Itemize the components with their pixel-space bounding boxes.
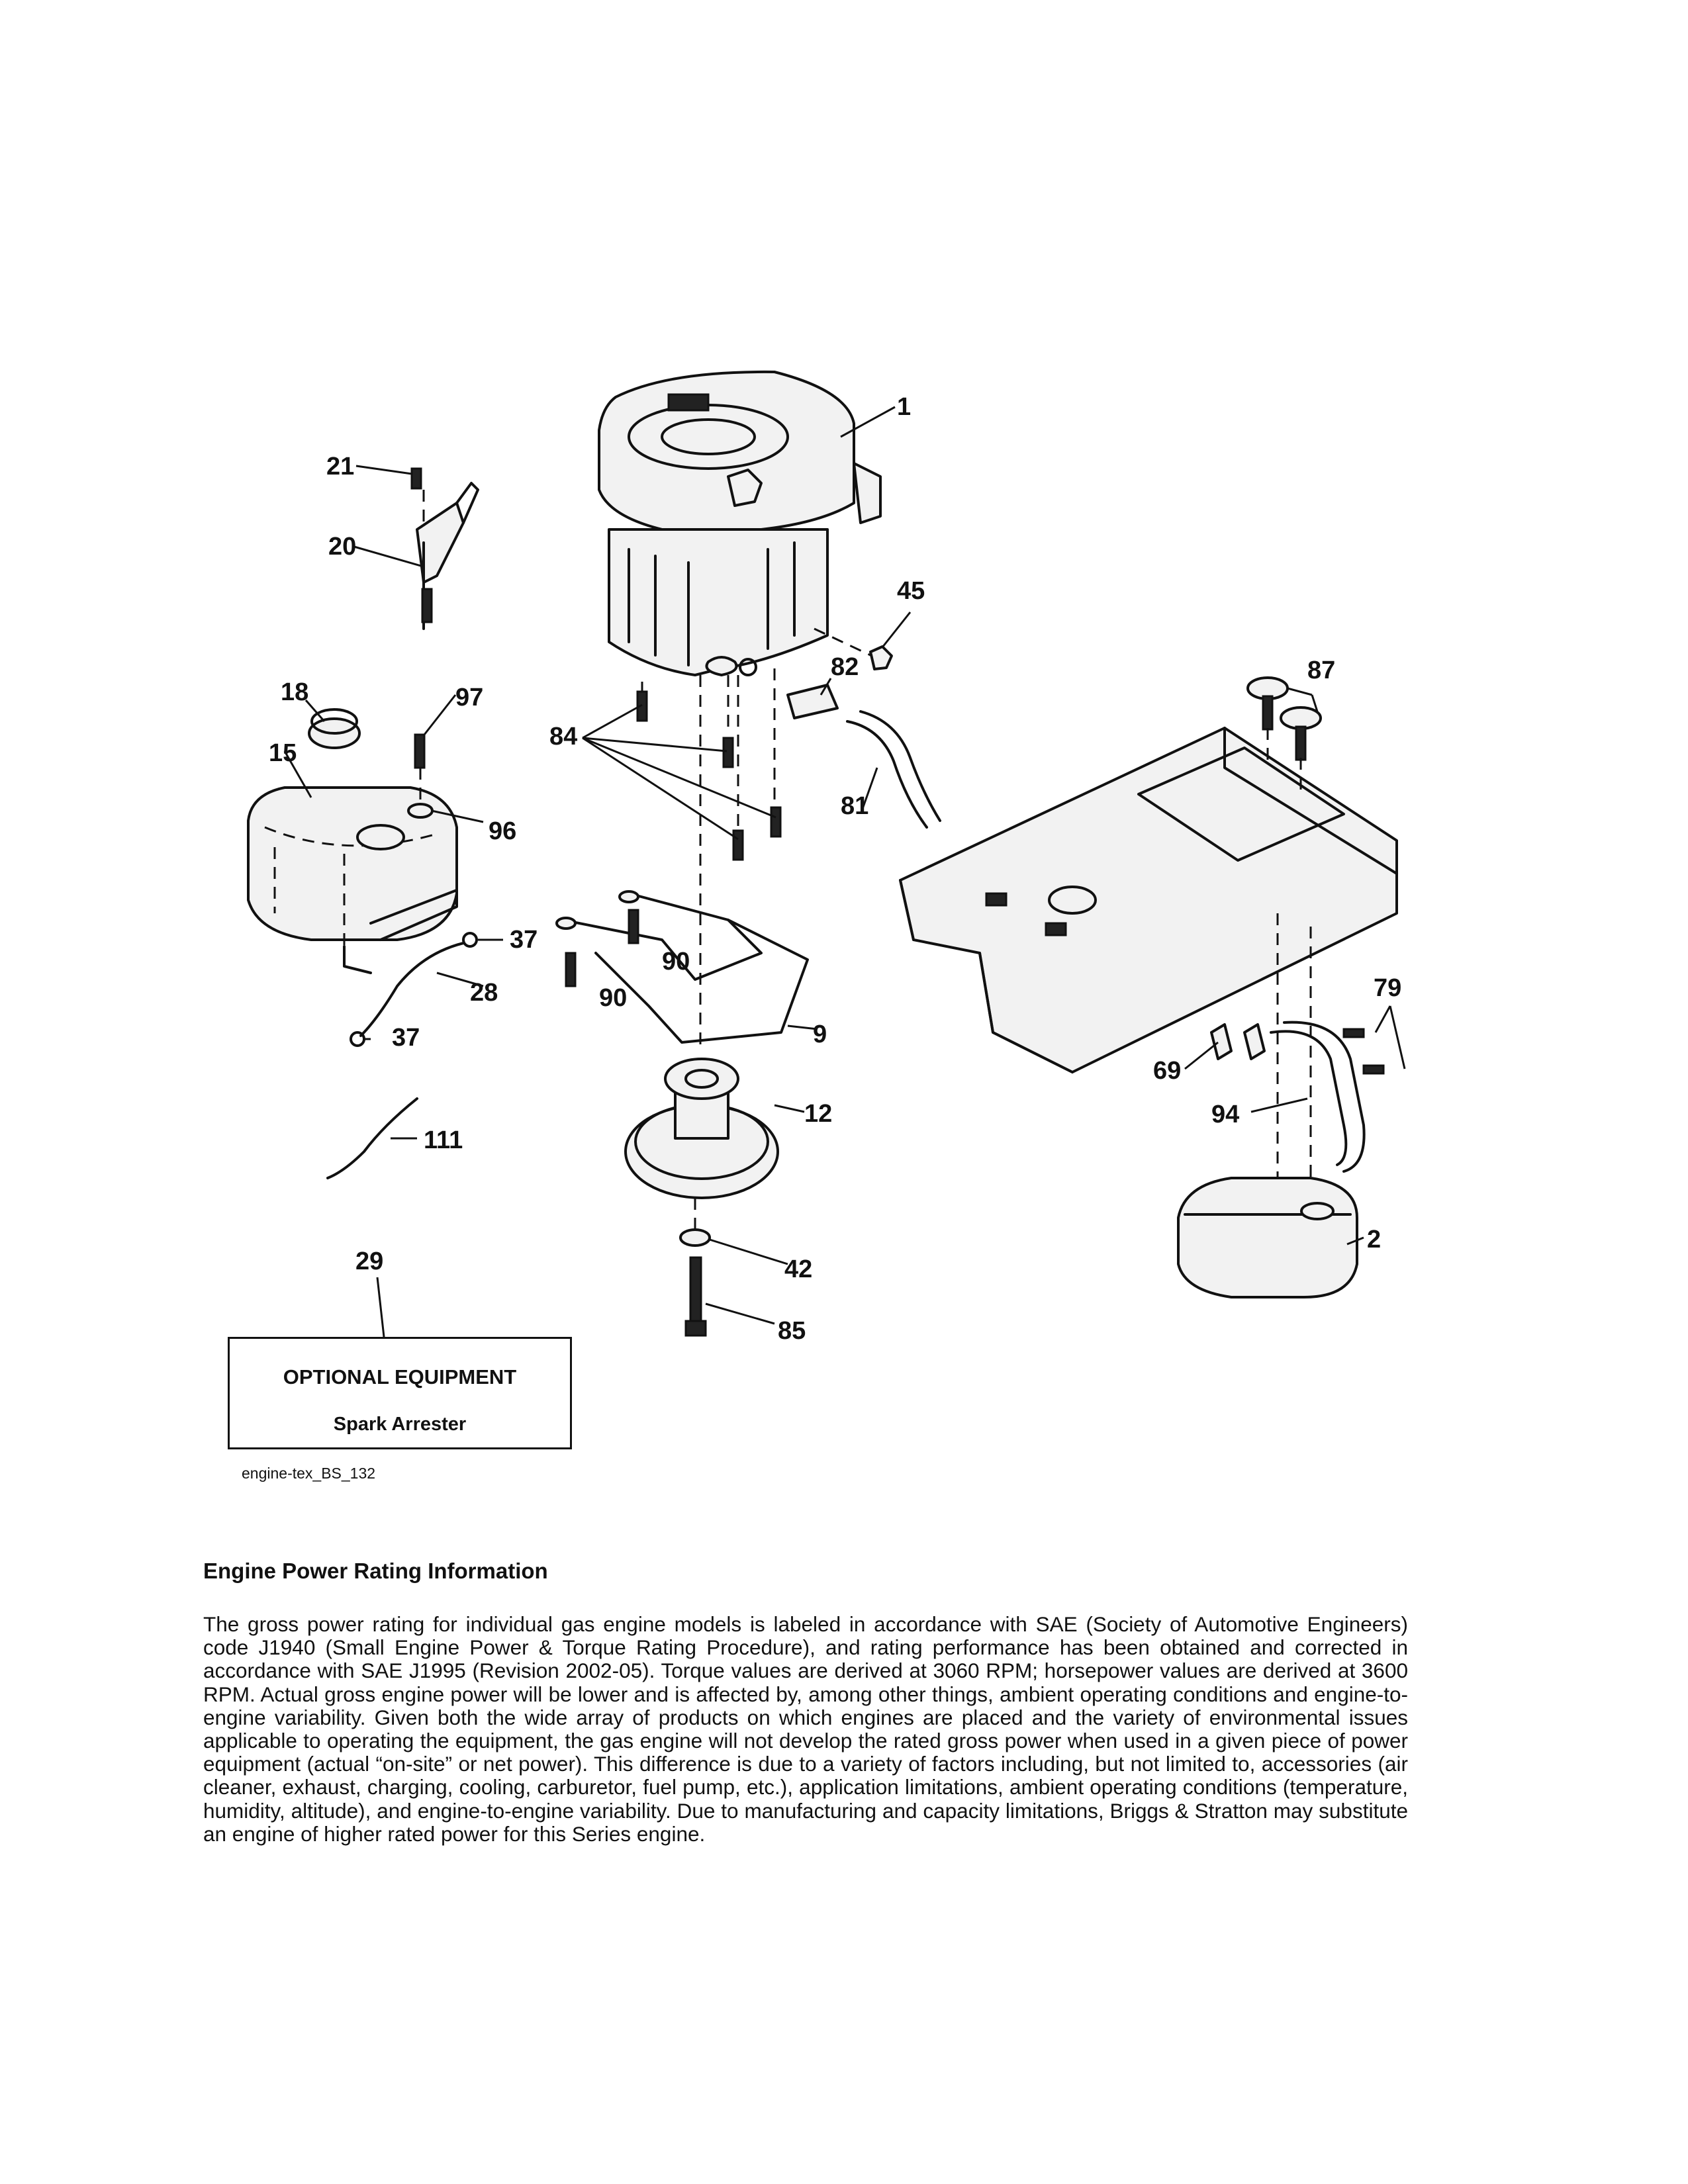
callout-97: 97 [455, 684, 483, 711]
pulley-part [624, 1058, 779, 1199]
callout-84: 84 [549, 723, 577, 751]
callout-28: 28 [470, 979, 498, 1007]
info-body-text: The gross power rating for individual ga… [203, 1612, 1408, 1846]
fuel-line-part [326, 932, 478, 1179]
callout-90b: 90 [599, 984, 627, 1012]
callout-90a: 90 [662, 948, 690, 976]
callout-87: 87 [1307, 657, 1335, 684]
spark-arrester-label: Spark Arrester [333, 1414, 467, 1435]
callout-15: 15 [269, 739, 297, 767]
callout-69: 69 [1153, 1057, 1181, 1085]
callout-111: 111 [424, 1126, 463, 1154]
throttle-control-part [410, 467, 479, 630]
knobs-87-part [1246, 676, 1322, 761]
assembly-lines [273, 490, 1312, 1231]
leader-lines [283, 406, 1406, 1338]
callout-37a: 37 [510, 926, 538, 954]
callout-20: 20 [328, 533, 356, 561]
callout-9: 9 [813, 1021, 827, 1048]
callout-37b: 37 [392, 1024, 420, 1052]
callout-81: 81 [841, 792, 868, 820]
info-heading: Engine Power Rating Information [203, 1559, 548, 1583]
exhaust-part [1177, 1021, 1385, 1298]
callout-85: 85 [778, 1317, 806, 1345]
screw-97-part [414, 733, 426, 769]
callout-42: 42 [784, 1255, 812, 1283]
fuel-cap-part [308, 708, 361, 749]
engine-part [598, 370, 882, 676]
callout-1: 1 [897, 393, 911, 421]
washer-42-part [679, 1228, 711, 1247]
optional-equipment-box: OPTIONAL EQUIPMENT Spark Arrester [228, 1337, 572, 1449]
figure-reference: engine-tex_BS_132 [242, 1465, 376, 1482]
chassis-frame-part [899, 727, 1398, 1073]
callout-94: 94 [1211, 1101, 1239, 1128]
callout-2: 2 [1367, 1226, 1381, 1253]
bolts-84-part [636, 690, 782, 861]
fuel-tank-part [247, 786, 458, 974]
oil-drain-part [786, 645, 941, 829]
bolt-85-part [684, 1256, 707, 1337]
washer-96-part [407, 803, 434, 819]
optional-equipment-title: OPTIONAL EQUIPMENT [283, 1365, 517, 1388]
callout-21: 21 [326, 453, 354, 480]
callout-96: 96 [489, 817, 516, 845]
callout-numbers: 1 21 20 45 87 18 97 82 84 15 81 96 37 90… [269, 393, 1401, 1345]
engine-plate-part [555, 890, 809, 1044]
exploded-parts-diagram: 1 21 20 45 87 18 97 82 84 15 81 96 37 90… [247, 370, 1406, 1345]
callout-82: 82 [831, 653, 859, 681]
callout-18: 18 [281, 678, 308, 706]
callout-45: 45 [897, 577, 925, 605]
callout-29: 29 [355, 1248, 383, 1275]
callout-79: 79 [1374, 974, 1401, 1002]
callout-12: 12 [804, 1100, 832, 1128]
